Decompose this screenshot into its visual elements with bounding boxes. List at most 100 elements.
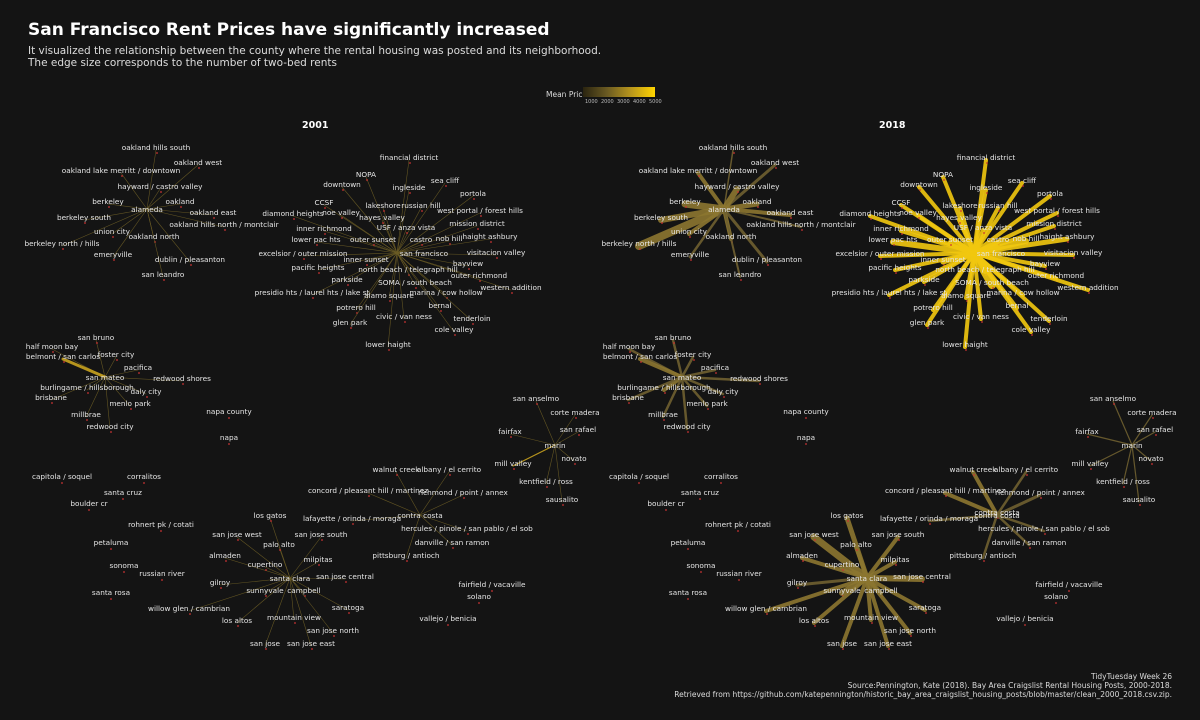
node [477, 228, 479, 230]
node [687, 548, 689, 550]
edge [671, 338, 684, 379]
node [1057, 215, 1059, 217]
node [700, 571, 702, 573]
node-label: sausalito [546, 495, 579, 504]
node [279, 549, 281, 551]
node-label: bernal [428, 301, 451, 310]
node-label: san jose south [295, 530, 348, 539]
node-label: west portal / forest hills [437, 206, 523, 215]
node-label: hayward / castro valley [695, 182, 781, 191]
node [130, 408, 132, 410]
edge [95, 339, 106, 378]
node-label: lower haight [942, 340, 988, 349]
node [1040, 497, 1042, 499]
node [1049, 323, 1051, 325]
node [895, 564, 897, 566]
edge [104, 376, 183, 382]
node [143, 482, 145, 484]
node [922, 581, 924, 583]
edge [995, 493, 1042, 517]
node-label: lower haight [365, 340, 411, 349]
node [945, 495, 947, 497]
node-label: gilroy [787, 578, 808, 587]
node-label: bernal [1005, 301, 1028, 310]
node [723, 396, 725, 398]
node-label: haight ashbury [462, 232, 518, 241]
node [318, 564, 320, 566]
edge [188, 577, 291, 612]
node [479, 280, 481, 282]
edge [340, 214, 398, 254]
edge [396, 241, 422, 254]
node-label: marina / cow hollow [986, 288, 1059, 297]
node [740, 279, 742, 281]
edge [535, 400, 556, 446]
node-label: sonoma [110, 561, 139, 570]
node-label: lafayette / orinda / moraga [303, 514, 401, 523]
node-label: russian river [716, 569, 762, 578]
node [1155, 434, 1157, 436]
node-label: walnut creek [373, 465, 421, 474]
hub-label: contra costa [397, 511, 442, 520]
edge [236, 577, 291, 624]
edge [839, 564, 870, 581]
edge [971, 470, 999, 517]
edge [278, 546, 291, 579]
node-label: sonoma [687, 561, 716, 570]
node-label: ingleside [393, 183, 426, 192]
node-label: saratoga [909, 603, 941, 612]
node [156, 152, 158, 154]
node-label: san jose central [316, 572, 374, 581]
edge [104, 356, 117, 378]
node [628, 402, 630, 404]
node-label: novato [1138, 454, 1164, 463]
edge [419, 514, 468, 532]
caption-line: Retrieved from https://github.com/katepe… [674, 690, 1172, 699]
node-label: foster city [98, 350, 135, 359]
node [316, 244, 318, 246]
node [574, 463, 576, 465]
edge [981, 513, 999, 560]
edge [638, 357, 684, 379]
node [480, 215, 482, 217]
edge [854, 545, 869, 580]
edge [289, 577, 295, 621]
edge [396, 195, 474, 254]
node [86, 419, 88, 421]
node-label: oakland north [129, 232, 180, 241]
node [160, 530, 162, 532]
node-label: haight ashbury [1039, 232, 1095, 241]
node-label: los altos [799, 616, 829, 625]
edge [396, 159, 410, 254]
node-label: visitacion valley [467, 248, 526, 257]
node-label: santa cruz [104, 488, 142, 497]
edge [396, 252, 441, 309]
edge [865, 576, 890, 648]
edge [554, 444, 575, 462]
node-label: western addition [480, 283, 541, 292]
edge [680, 368, 717, 379]
node [715, 372, 717, 374]
edge [396, 240, 450, 254]
node [687, 598, 689, 600]
node [960, 210, 962, 212]
node [52, 351, 54, 353]
node-label: mountain view [844, 613, 898, 622]
node-label: belmont / san carlos [603, 352, 677, 361]
node [345, 581, 347, 583]
edge [111, 208, 148, 235]
edges [50, 149, 580, 650]
node-label: san jose north [307, 626, 359, 635]
edge [865, 535, 900, 580]
node-label: redwood shores [153, 374, 211, 383]
node [96, 342, 98, 344]
node [981, 321, 983, 323]
node [368, 495, 370, 497]
node-label: oakland hills north / montclair [746, 220, 855, 229]
node-label: glen park [910, 318, 945, 327]
node-label: presidio hts / laurel hts / lake st [832, 288, 947, 297]
edge [972, 251, 983, 321]
node-label: oakland west [751, 158, 799, 167]
edge [917, 185, 976, 255]
node-label: rohnert pk / cotati [128, 520, 194, 529]
